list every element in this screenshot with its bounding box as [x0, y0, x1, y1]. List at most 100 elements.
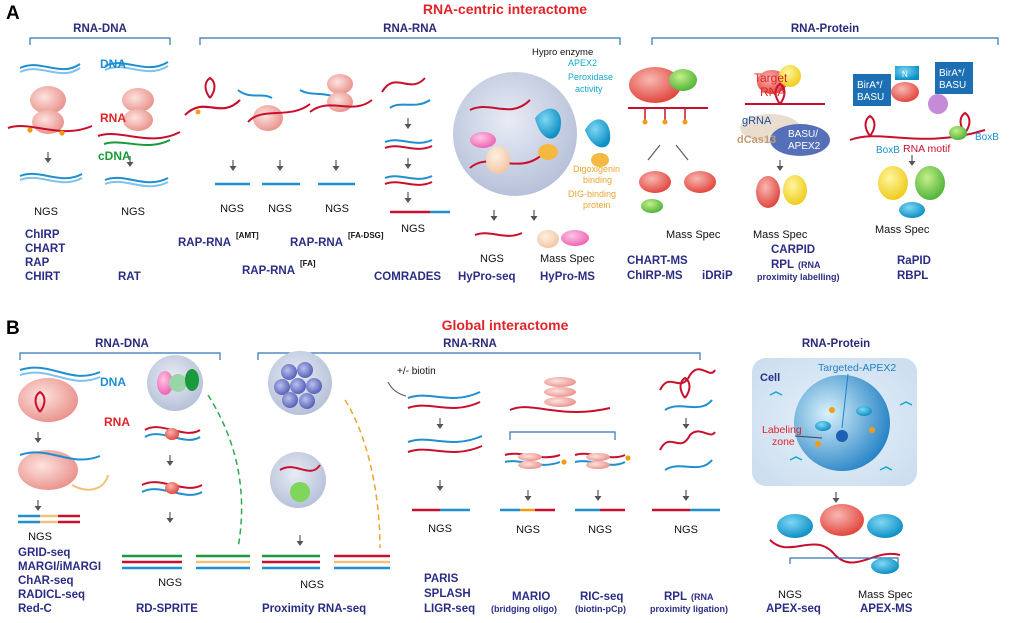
panel-b-section-protein: RNA-Protein — [802, 338, 870, 350]
hypro-illustration — [453, 72, 611, 248]
ngs-b4: NGS — [428, 523, 452, 535]
ngs-b7: NGS — [674, 524, 698, 536]
method-rbpl: RBPL — [897, 270, 928, 282]
label-basu-1: BASU/ — [788, 129, 818, 140]
label-labeling-1: Labeling — [762, 424, 802, 436]
panel-a-letter: A — [6, 3, 20, 24]
method-chirpms: ChIRP-MS — [627, 270, 683, 282]
method-a-rat: RAT — [118, 271, 141, 283]
method-a-col1-2: RAP — [25, 257, 50, 269]
method-rpl-b-note1: (RNA — [691, 592, 714, 602]
label-bira-4: BASU — [939, 80, 966, 91]
method-rap-amt: RAP-RNA — [178, 237, 231, 249]
mass-spec-a3: Mass Spec — [753, 229, 808, 241]
method-ricseq-note: (biotin-pCp) — [575, 604, 626, 614]
panel-a-section-dna: RNA-DNA — [73, 23, 127, 35]
label-boxb-2: BoxB — [975, 132, 999, 143]
label-target-2: RNA — [760, 85, 785, 99]
label-bira-3: BirA*/ — [939, 68, 965, 79]
comrades-illustration — [381, 77, 450, 214]
method-rap-fa-sup: [FA] — [300, 259, 316, 268]
label-grna: gRNA — [742, 115, 772, 127]
rap-illustrations — [184, 74, 373, 186]
label-digbp-1: DIG-binding — [568, 189, 616, 199]
panel-b: B Global interactome RNA-DNA RNA-RNA RNA… — [6, 317, 917, 615]
label-bira-2: BASU — [857, 92, 884, 103]
ngs-b1: NGS — [28, 531, 52, 543]
rat-illustration — [97, 61, 181, 188]
ngs-b8: NGS — [778, 589, 802, 601]
grid-seq-illustration — [18, 366, 109, 524]
panel-a-section-protein: RNA-Protein — [791, 23, 859, 35]
method-idrip: iDRiP — [702, 270, 733, 282]
rpl-ligation-illustration — [652, 368, 720, 512]
method-rap-fadsg: RAP-RNA — [290, 237, 343, 249]
label-rna-motif: RNA motif — [903, 143, 950, 155]
label-digbp-2: protein — [583, 200, 611, 210]
method-hyproms: HyPro-MS — [540, 271, 595, 283]
method-mario: MARIO — [512, 591, 550, 603]
label-hypro-enzyme: Hypro enzyme — [532, 47, 593, 58]
method-rap-amt-sup: [AMT] — [236, 231, 259, 240]
method-rpl-b: RPL — [664, 591, 687, 603]
method-a-col1-3: CHIRT — [25, 271, 60, 283]
ngs-a1: NGS — [34, 206, 58, 218]
ngs-a2: NGS — [121, 206, 145, 218]
mass-spec-a2: Mass Spec — [666, 229, 721, 241]
panel-b-brackets — [19, 352, 701, 360]
method-chartms: CHART-MS — [627, 255, 688, 267]
panel-a-section-rna: RNA-RNA — [383, 23, 437, 35]
label-basu-2: APEX2 — [788, 141, 821, 152]
ngs-b2: NGS — [158, 577, 182, 589]
method-b-col1-2: ChAR-seq — [18, 575, 74, 587]
method-rpl-a-note1: (RNA — [798, 260, 821, 270]
method-rpl-a: RPL — [771, 259, 794, 271]
mass-spec-a1: Mass Spec — [540, 253, 595, 265]
label-targeted-apex2: Targeted-APEX2 — [818, 362, 896, 374]
ngs-b5: NGS — [516, 524, 540, 536]
label-dig-1: Digoxigenin — [573, 164, 620, 174]
chart-ms-illustration — [628, 67, 716, 213]
mario-ricseq-illustration — [500, 377, 631, 512]
label-cdna: cDNA — [98, 149, 131, 163]
apex-cell-illustration — [752, 358, 917, 574]
method-b-col1-4: Red-C — [18, 603, 52, 615]
method-b-col1-0: GRID-seq — [18, 547, 70, 559]
method-rapid: RaPID — [897, 255, 931, 267]
label-bira-1: BirA*/ — [857, 80, 883, 91]
label-cell: Cell — [760, 372, 780, 384]
method-proximity: Proximity RNA-seq — [262, 603, 366, 615]
label-labeling-2: zone — [772, 436, 795, 448]
rd-sprite-illustration — [122, 355, 250, 570]
chirp-illustration — [7, 63, 93, 184]
method-paris-0: PARIS — [424, 573, 459, 585]
method-b-col1-1: MARGI/iMARGI — [18, 561, 101, 573]
method-paris-2: LIGR-seq — [424, 603, 475, 615]
label-n: N — [902, 70, 908, 79]
method-rpl-b-note2: proximity ligation) — [650, 604, 728, 614]
label-b-rna: RNA — [104, 415, 130, 429]
panel-a-title: RNA-centric interactome — [423, 1, 587, 17]
ngs-a7: NGS — [480, 253, 504, 265]
carpid-illustration — [740, 65, 830, 208]
method-rdsprite: RD-SPRITE — [136, 603, 198, 615]
ngs-b6: NGS — [588, 524, 612, 536]
method-rpl-a-note2: proximity labelling) — [757, 272, 840, 282]
proximity-rnaseq-illustration — [262, 351, 390, 570]
rapid-illustration — [849, 62, 986, 218]
method-paris-1: SPLASH — [424, 588, 471, 600]
mass-spec-b1: Mass Spec — [858, 589, 913, 601]
method-carpid: CARPID — [771, 244, 815, 256]
label-peroxidase-2: activity — [575, 84, 603, 94]
ngs-b3: NGS — [300, 579, 324, 591]
panel-b-letter: B — [6, 318, 20, 339]
label-biotin: +/- biotin — [397, 366, 436, 377]
label-dcas13: dCas13 — [737, 134, 776, 146]
method-rap-fadsg-sup: [FA-DSG] — [348, 231, 384, 240]
label-b-dna: DNA — [100, 375, 126, 389]
label-peroxidase-1: Peroxidase — [568, 72, 613, 82]
method-rap-fa: RAP-RNA — [242, 265, 295, 277]
ngs-a3: NGS — [220, 203, 244, 215]
label-boxb-1: BoxB — [876, 145, 900, 156]
panel-a-brackets — [29, 37, 999, 45]
